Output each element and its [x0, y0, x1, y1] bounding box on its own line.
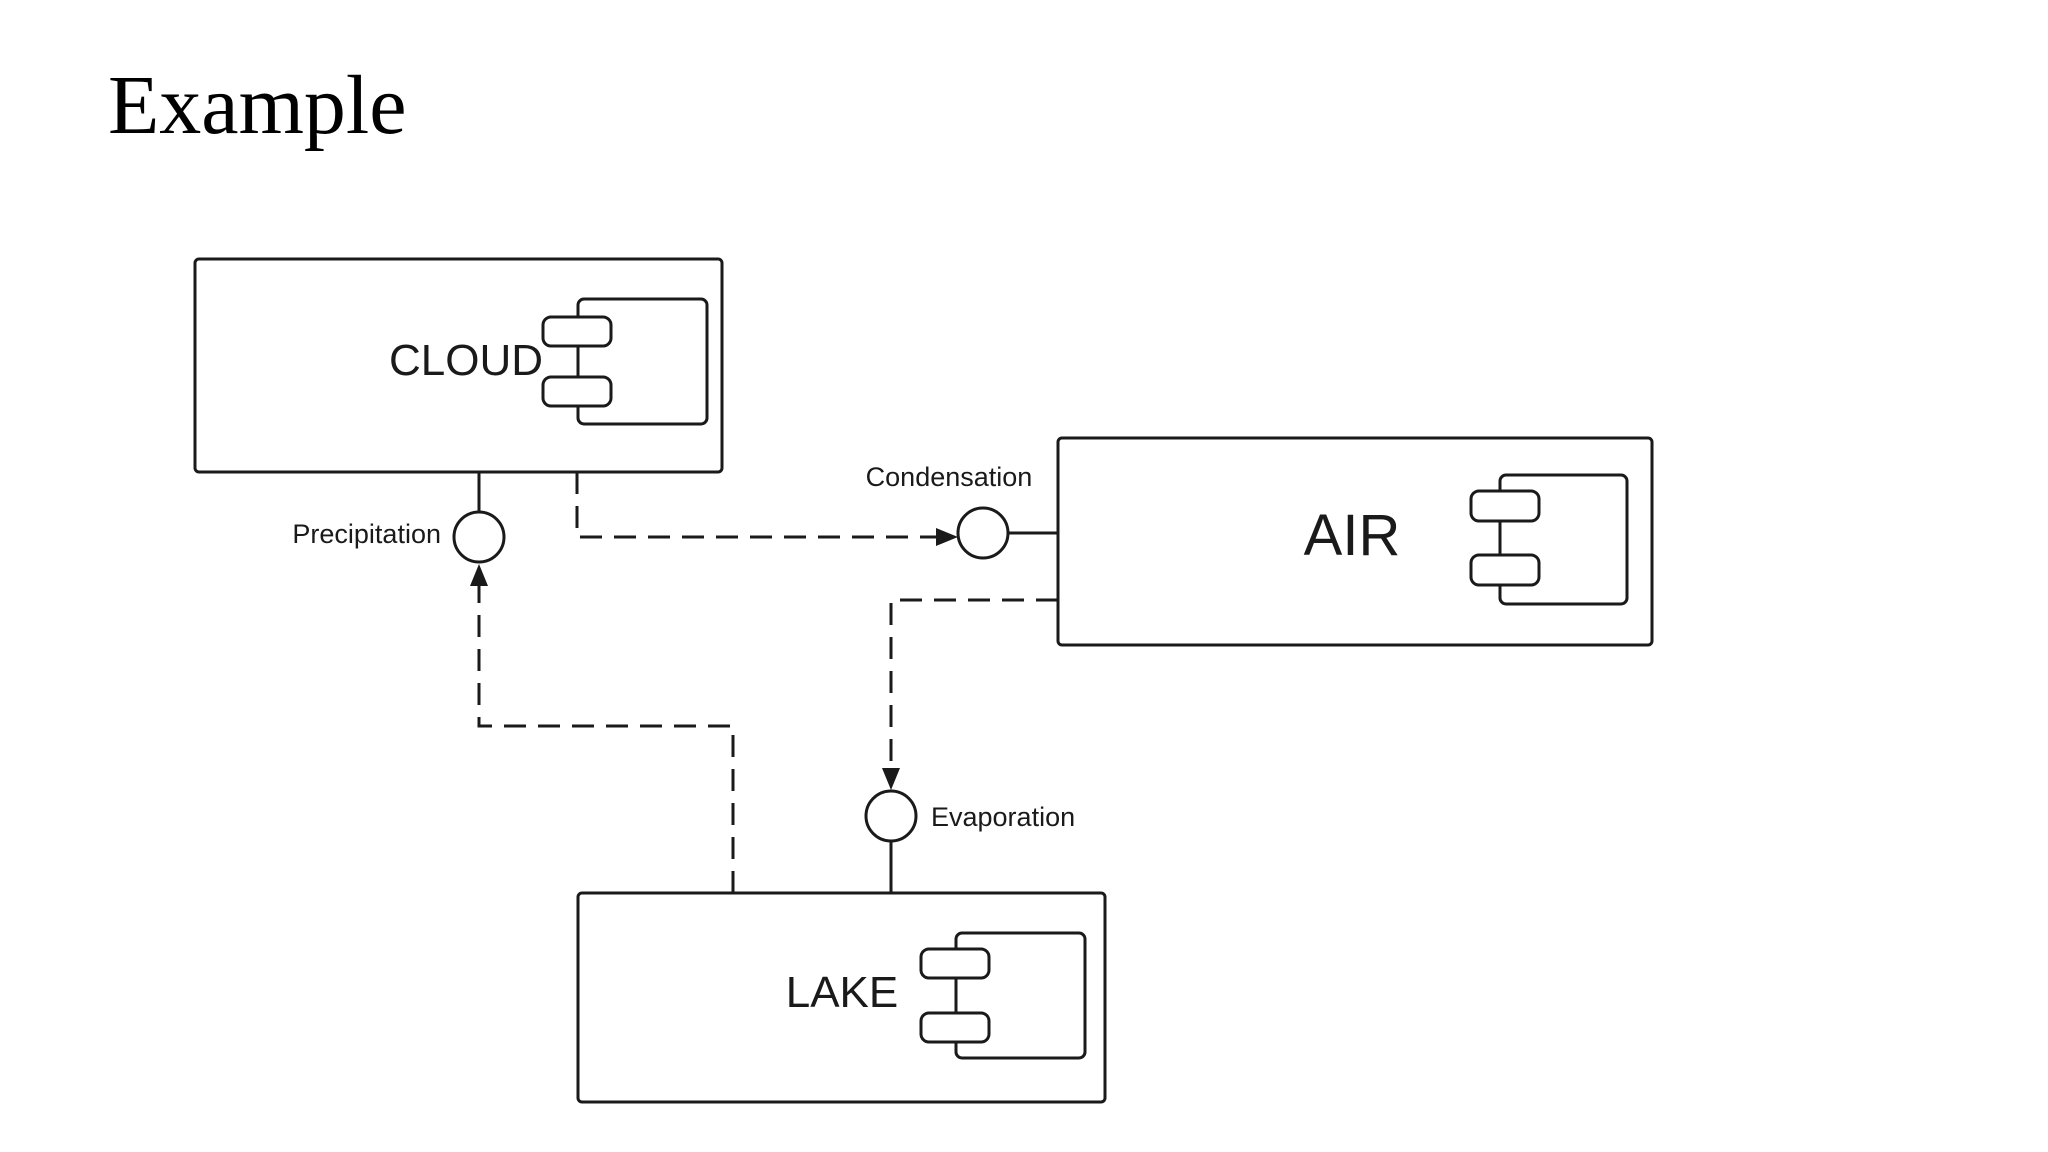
condensation-label: Condensation	[866, 462, 1033, 492]
dependency-cloud-to-condensation	[575, 472, 958, 546]
condensation-lollipop	[956, 506, 1010, 560]
arrowhead	[936, 528, 958, 546]
arrowhead	[882, 768, 900, 790]
evaporation-label: Evaporation	[931, 802, 1075, 832]
precipitation-lollipop	[452, 510, 506, 564]
slide-title: Example	[108, 59, 407, 152]
lake-label: LAKE	[786, 968, 899, 1017]
cloud-component-icon	[541, 297, 709, 426]
dependency-air-to-evaporation	[882, 598, 1058, 790]
air-component-icon	[1469, 473, 1629, 606]
component-air: AIR	[1056, 436, 1654, 647]
dependency-lake-to-precipitation	[470, 564, 735, 893]
interface-condensation: Condensation	[866, 462, 1058, 560]
precipitation-label: Precipitation	[292, 519, 441, 549]
interface-precipitation: Precipitation	[292, 472, 506, 564]
evaporation-lollipop	[864, 789, 918, 843]
cloud-label: CLOUD	[389, 336, 543, 385]
interface-evaporation: Evaporation	[864, 789, 1075, 893]
lake-component-icon	[919, 931, 1087, 1060]
component-cloud: CLOUD	[193, 257, 724, 474]
air-label: AIR	[1304, 503, 1401, 568]
component-lake: LAKE	[576, 891, 1107, 1104]
arrowhead	[470, 564, 488, 586]
